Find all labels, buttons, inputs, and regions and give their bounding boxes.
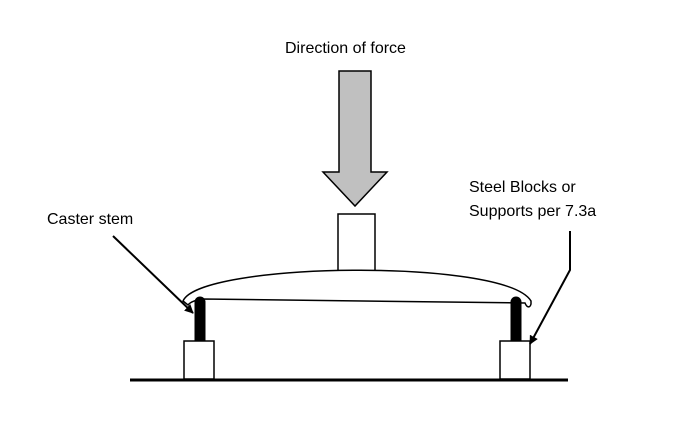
steel-blocks-label-line1: Steel Blocks or <box>469 179 576 196</box>
force-arrow <box>321 70 389 208</box>
force-label: Direction of force <box>285 40 406 57</box>
caster-stem-leader <box>112 235 194 314</box>
caster-stem-label: Caster stem <box>47 211 133 228</box>
steel-blocks-label-line2: Supports per 7.3a <box>469 203 596 220</box>
chair-base <box>182 269 532 308</box>
steel-blocks-leader <box>529 231 571 345</box>
steel-block-left <box>183 340 215 380</box>
steel-block-right <box>499 340 531 380</box>
load-block <box>337 213 376 273</box>
